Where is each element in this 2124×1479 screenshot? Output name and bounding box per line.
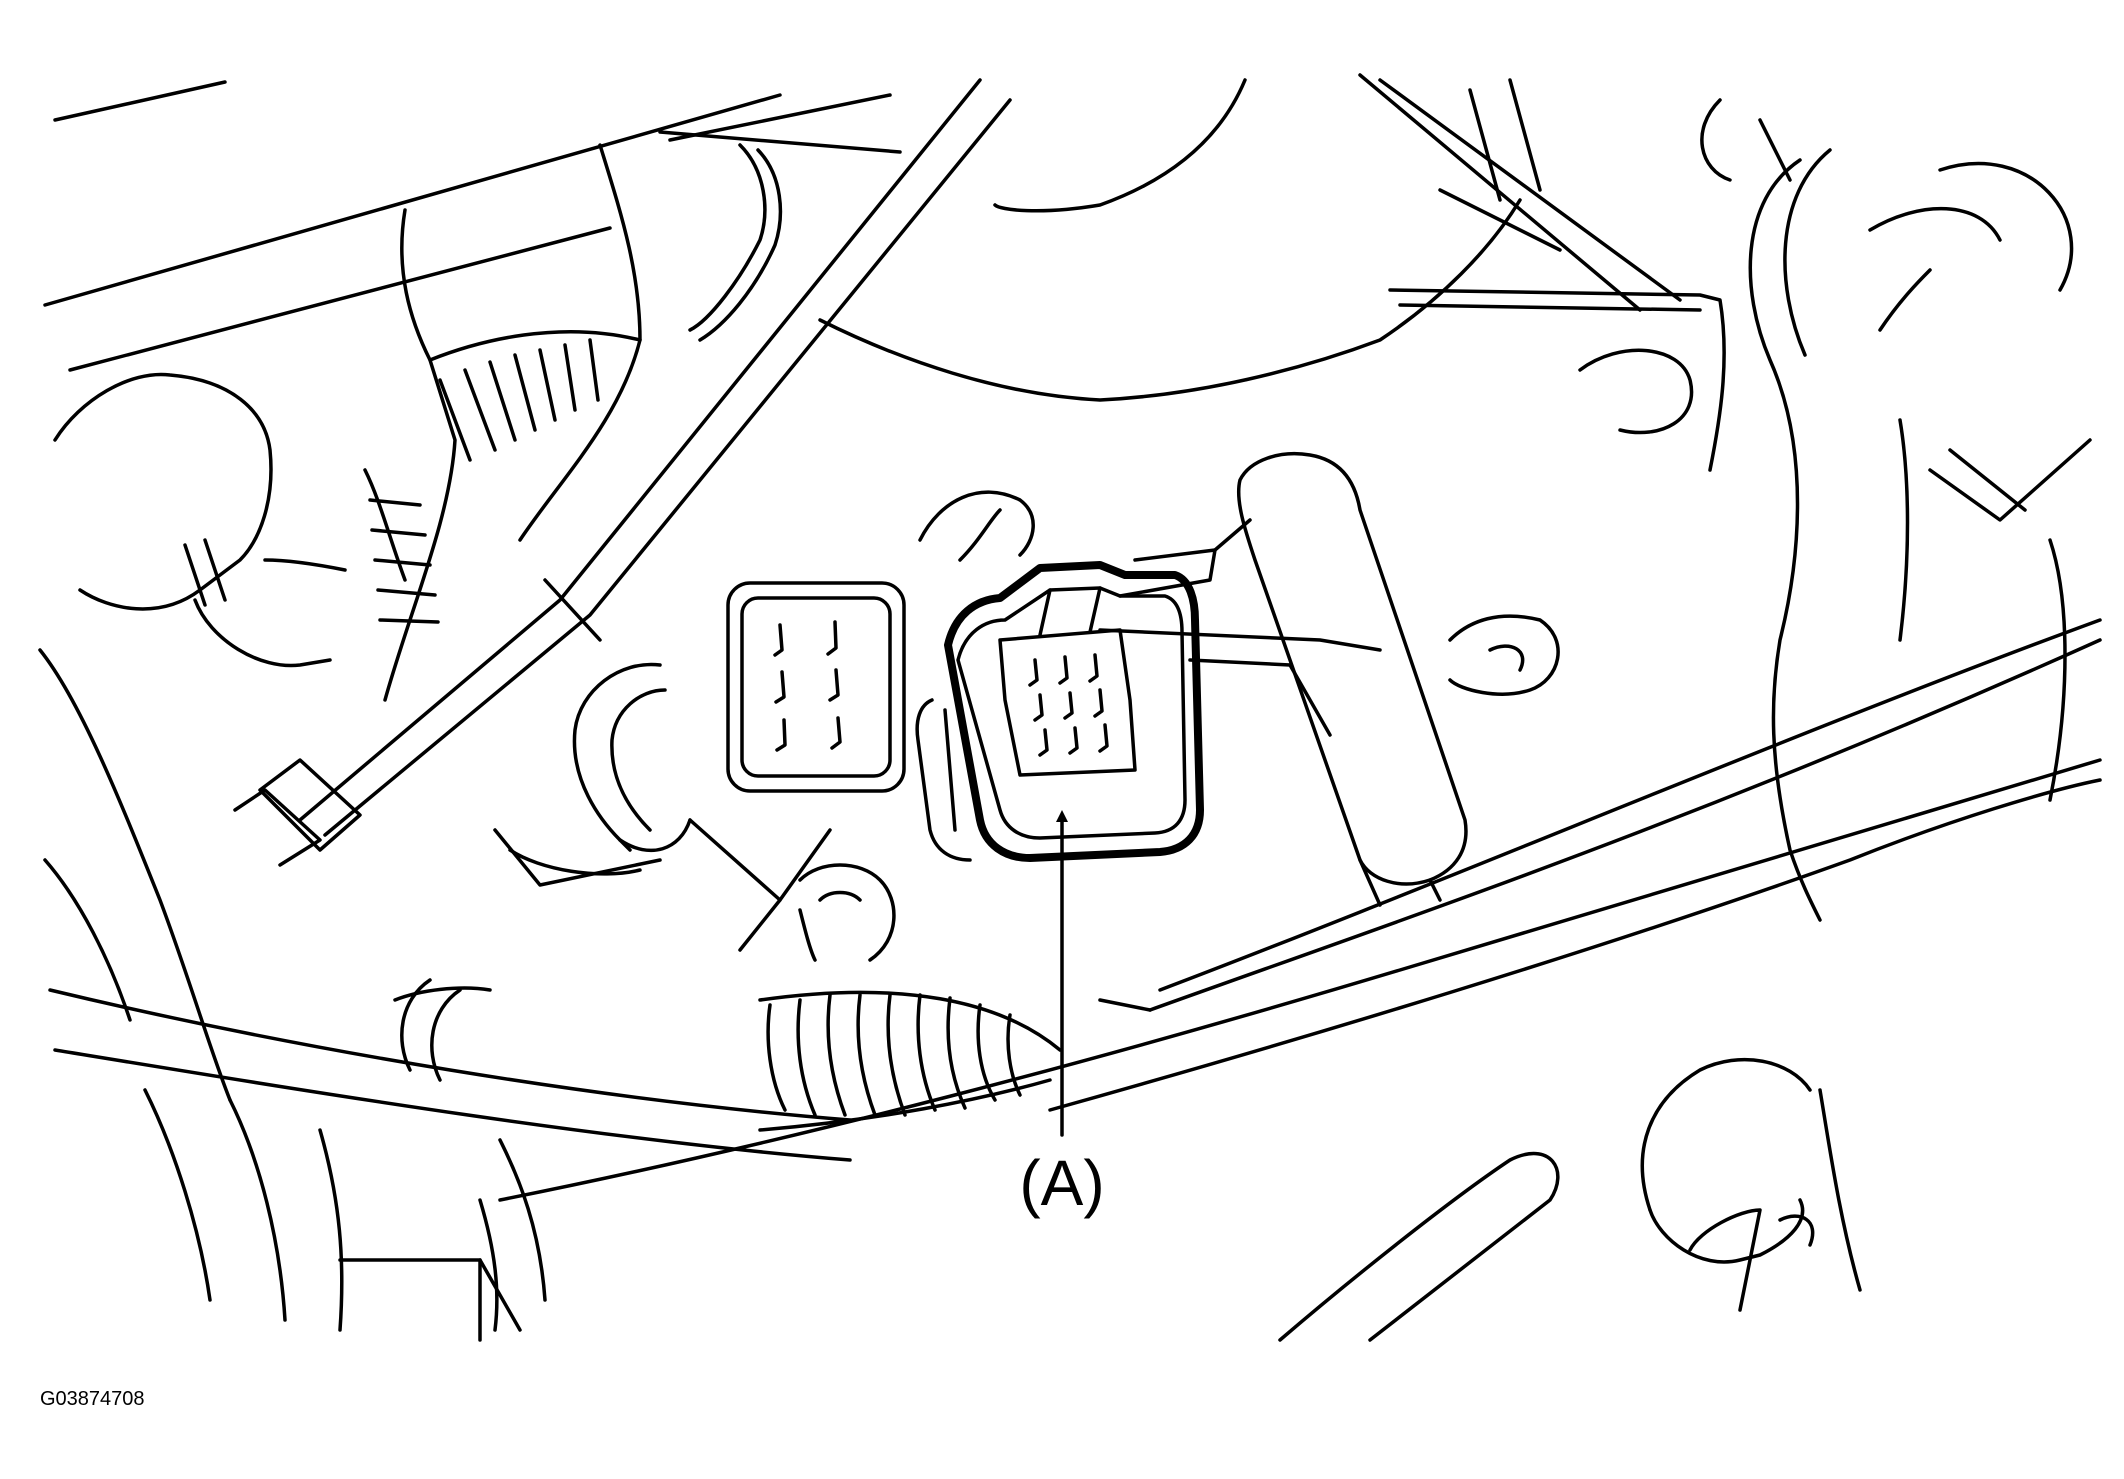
bolt-bracket	[1388, 288, 1726, 696]
left-bracket	[53, 372, 347, 668]
upper-frame-rails	[43, 80, 902, 372]
vertical-sensor-body	[1236, 452, 1468, 907]
callout-label: (A)	[1019, 1147, 1104, 1219]
lower-right-hoses	[1278, 1057, 1862, 1342]
lower-pipes	[48, 618, 2102, 1202]
connector-a	[915, 518, 1382, 862]
figure-id: G03874708	[40, 1388, 145, 1410]
wire-harness-left	[363, 143, 783, 702]
upper-housing	[818, 73, 1682, 402]
callout-leader-arrow	[1056, 810, 1068, 822]
callout-a: (A)	[1019, 810, 1105, 1219]
small-connector	[726, 581, 906, 793]
diagonal-rod	[233, 78, 1012, 867]
lower-left-parts	[38, 648, 547, 1342]
corrugated-hose-bottom	[758, 990, 1062, 1132]
right-hose-loop	[1468, 78, 2092, 922]
connector-hoses	[493, 490, 1035, 962]
